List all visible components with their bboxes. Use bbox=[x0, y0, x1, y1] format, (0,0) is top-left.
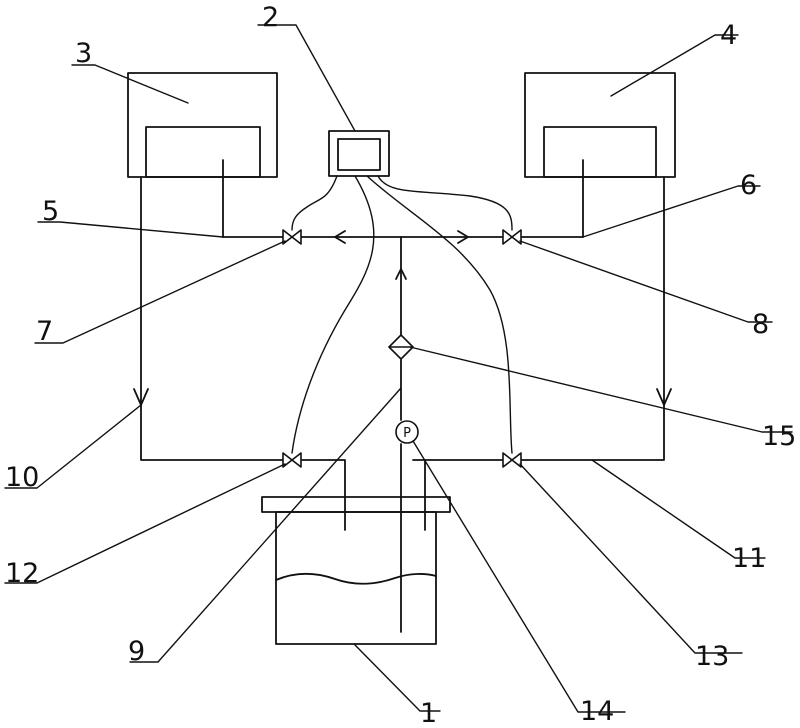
leader-3 bbox=[71, 64, 189, 104]
lower-pipe-left-into-tank bbox=[300, 459, 346, 531]
leader-14 bbox=[412, 440, 626, 713]
leader-8 bbox=[519, 240, 773, 323]
filter-15 bbox=[388, 334, 414, 360]
label-14: 14 bbox=[580, 696, 614, 727]
leader-2 bbox=[257, 24, 356, 132]
return-pipe-11 bbox=[520, 176, 665, 461]
label-12: 12 bbox=[5, 558, 39, 589]
valve-13 bbox=[502, 452, 522, 468]
flow-arrow-down-right bbox=[656, 388, 672, 406]
valve-8 bbox=[502, 229, 522, 245]
leader-11 bbox=[591, 459, 766, 559]
leader-9 bbox=[129, 387, 402, 663]
pressure-gauge-14: P bbox=[395, 420, 419, 444]
leader-12 bbox=[4, 463, 286, 584]
leader-10 bbox=[4, 404, 142, 489]
label-7: 7 bbox=[36, 316, 53, 347]
label-2: 2 bbox=[262, 2, 279, 33]
label-5: 5 bbox=[42, 196, 59, 227]
flow-arrow-left bbox=[334, 230, 346, 244]
wire-to-valve-12 bbox=[291, 175, 375, 454]
label-3: 3 bbox=[75, 38, 92, 69]
return-pipe-10 bbox=[140, 176, 284, 461]
unit-4-housing bbox=[524, 72, 676, 178]
wire-to-valve-13 bbox=[366, 175, 513, 454]
leader-1 bbox=[354, 644, 441, 712]
label-13: 13 bbox=[695, 641, 729, 672]
label-10: 10 bbox=[5, 462, 39, 493]
gauge-symbol: P bbox=[403, 426, 411, 441]
leader-15 bbox=[409, 346, 793, 433]
leader-13 bbox=[519, 463, 743, 654]
label-9: 9 bbox=[128, 636, 145, 667]
label-15: 15 bbox=[762, 421, 796, 452]
unit-3-housing bbox=[127, 72, 278, 178]
label-4: 4 bbox=[720, 20, 737, 51]
label-11: 11 bbox=[732, 543, 766, 574]
label-6: 6 bbox=[740, 170, 757, 201]
liquid-level bbox=[275, 572, 437, 585]
wire-to-valve-8 bbox=[377, 175, 513, 231]
label-1: 1 bbox=[420, 698, 437, 728]
leader-6 bbox=[582, 185, 761, 238]
flow-arrow-right bbox=[457, 230, 469, 244]
tank-1 bbox=[261, 496, 451, 645]
controller-2 bbox=[328, 130, 390, 177]
valve-7 bbox=[282, 229, 302, 245]
label-8: 8 bbox=[752, 309, 769, 340]
leader-4 bbox=[610, 34, 739, 97]
leader-5 bbox=[37, 221, 224, 238]
leader-7 bbox=[34, 240, 286, 344]
wire-to-valve-7 bbox=[291, 175, 338, 231]
valve-12 bbox=[282, 452, 302, 468]
flow-arrow-up bbox=[395, 268, 407, 280]
